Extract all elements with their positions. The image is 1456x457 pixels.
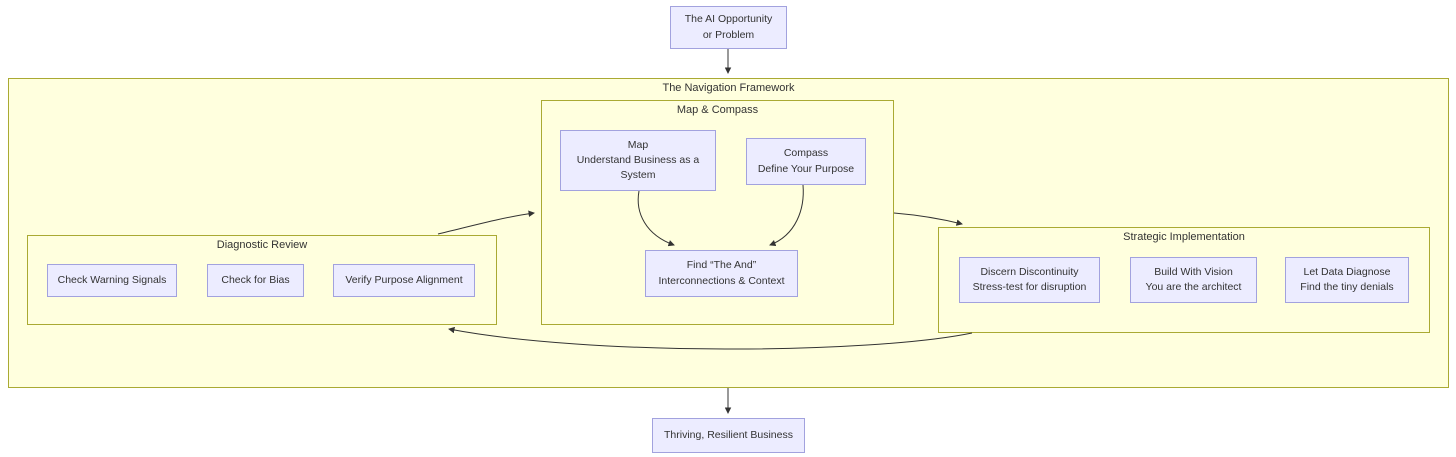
node-thriving-resilient-business-line1: Thriving, Resilient Business bbox=[664, 428, 793, 441]
node-compass[interactable]: Compass Define Your Purpose bbox=[746, 138, 866, 185]
node-map-line3: System bbox=[620, 169, 656, 182]
cluster-map-compass-title: Map & Compass bbox=[676, 104, 759, 116]
node-discern-discontinuity-line2: Stress-test for disruption bbox=[972, 281, 1087, 293]
node-thriving-resilient-business[interactable]: Thriving, Resilient Business bbox=[652, 418, 805, 453]
node-discern-discontinuity[interactable]: Discern Discontinuity Stress-test for di… bbox=[959, 257, 1100, 303]
cluster-diagnostic-review-title: Diagnostic Review bbox=[216, 239, 308, 251]
node-check-for-bias-line1: Check for Bias bbox=[221, 273, 290, 286]
node-ai-opportunity-line2: or Problem bbox=[702, 28, 755, 41]
cluster-strategic-implementation-title: Strategic Implementation bbox=[1123, 231, 1245, 243]
node-find-the-and-line2: Interconnections & Context bbox=[658, 274, 785, 287]
node-let-data-diagnose-line2: Find the tiny denials bbox=[1300, 281, 1394, 293]
node-ai-opportunity[interactable]: The AI Opportunity or Problem bbox=[670, 6, 787, 49]
node-map-line2: Understand Business as a bbox=[576, 153, 700, 166]
cluster-navigation-framework-title: The Navigation Framework bbox=[662, 82, 795, 94]
node-compass-line2: Define Your Purpose bbox=[757, 162, 855, 175]
node-discern-discontinuity-line1: Discern Discontinuity bbox=[980, 265, 1079, 278]
node-map-line1: Map bbox=[627, 138, 649, 151]
node-let-data-diagnose-line1: Let Data Diagnose bbox=[1303, 265, 1391, 278]
node-build-with-vision-line2: You are the architect bbox=[1145, 281, 1242, 293]
node-build-with-vision[interactable]: Build With Vision You are the architect bbox=[1130, 257, 1257, 303]
node-ai-opportunity-line1: The AI Opportunity bbox=[684, 13, 773, 26]
node-find-the-and[interactable]: Find “The And” Interconnections & Contex… bbox=[645, 250, 798, 297]
node-check-warning-signals-line1: Check Warning Signals bbox=[57, 273, 167, 286]
node-let-data-diagnose[interactable]: Let Data Diagnose Find the tiny denials bbox=[1285, 257, 1409, 303]
node-map[interactable]: Map Understand Business as a System bbox=[560, 130, 716, 191]
node-find-the-and-line1: Find “The And” bbox=[686, 259, 757, 272]
node-verify-purpose-alignment-line1: Verify Purpose Alignment bbox=[345, 273, 463, 286]
node-check-for-bias[interactable]: Check for Bias bbox=[207, 264, 304, 297]
node-build-with-vision-line1: Build With Vision bbox=[1154, 265, 1233, 278]
node-verify-purpose-alignment[interactable]: Verify Purpose Alignment bbox=[333, 264, 475, 297]
node-compass-line1: Compass bbox=[783, 147, 829, 160]
node-check-warning-signals[interactable]: Check Warning Signals bbox=[47, 264, 177, 297]
